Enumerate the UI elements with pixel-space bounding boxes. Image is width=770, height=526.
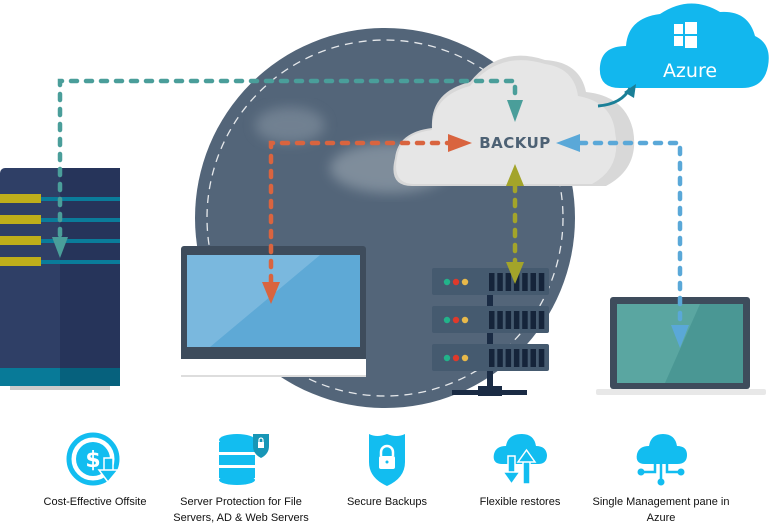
drive-bay [497,349,503,367]
drive-bay [497,273,503,291]
svg-text:$: $ [85,448,100,473]
shield-lock-icon [369,434,405,486]
desktop-monitor[interactable] [181,246,366,377]
drive-bay [538,311,545,329]
status-light [461,354,469,362]
connection-laptop [577,140,683,328]
drive-bay [505,311,512,329]
status-light [443,278,451,286]
windows-logo-icon [674,22,697,48]
feature-server-protection: Server Protection for File Servers, AD &… [166,430,316,526]
backup-label: BACKUP [479,134,551,152]
dollar-refresh-icon: $ [66,432,120,486]
feature-flexible-restores: Flexible restores [445,430,595,510]
azure-cloud[interactable]: Azure [599,3,769,88]
drive-bay [522,349,528,367]
cloud-network-icon [636,434,687,486]
feature-single-management-pane: Single Management pane in Azure [586,430,736,526]
drive-bay [489,311,495,329]
drive-bay [513,273,520,291]
azure-label: Azure [663,60,717,82]
status-light [452,278,460,286]
feature-label: Flexible restores [479,496,561,508]
status-light [461,316,469,324]
drive-bay [513,349,520,367]
feature-secure-backups: Secure Backups [312,430,462,510]
drive-bay [489,349,495,367]
drive-bay [530,311,536,329]
status-light [452,354,460,362]
drive-bay [538,349,545,367]
drive-bay [497,311,503,329]
rack-server[interactable] [432,268,549,396]
status-light [452,316,460,324]
status-light [443,316,451,324]
drive-bay [538,273,545,291]
status-light [443,354,451,362]
database-lock-icon [219,434,269,485]
feature-cost-effective-offsite: $ Cost-Effective Offsite [20,430,170,510]
drive-bay [530,273,536,291]
feature-label: Cost-Effective Offsite [43,496,147,508]
cloud-updown-icon [493,434,547,486]
drive-bay [505,349,512,367]
feature-label: Server Protection for File Servers, AD &… [173,496,309,524]
drive-bay [530,349,536,367]
drive-bay [522,311,528,329]
drive-bay [505,273,512,291]
status-light [461,278,469,286]
connection-physical-server [57,78,518,238]
feature-label: Single Management pane in Azure [592,496,730,524]
connection-desktop-monitor [268,140,453,285]
drive-bay [522,273,528,291]
feature-label: Secure Backups [346,496,428,508]
drive-bay [513,311,520,329]
physical-server[interactable] [0,168,120,390]
backup-cloud: BACKUP [393,55,635,186]
drive-bay [489,273,495,291]
